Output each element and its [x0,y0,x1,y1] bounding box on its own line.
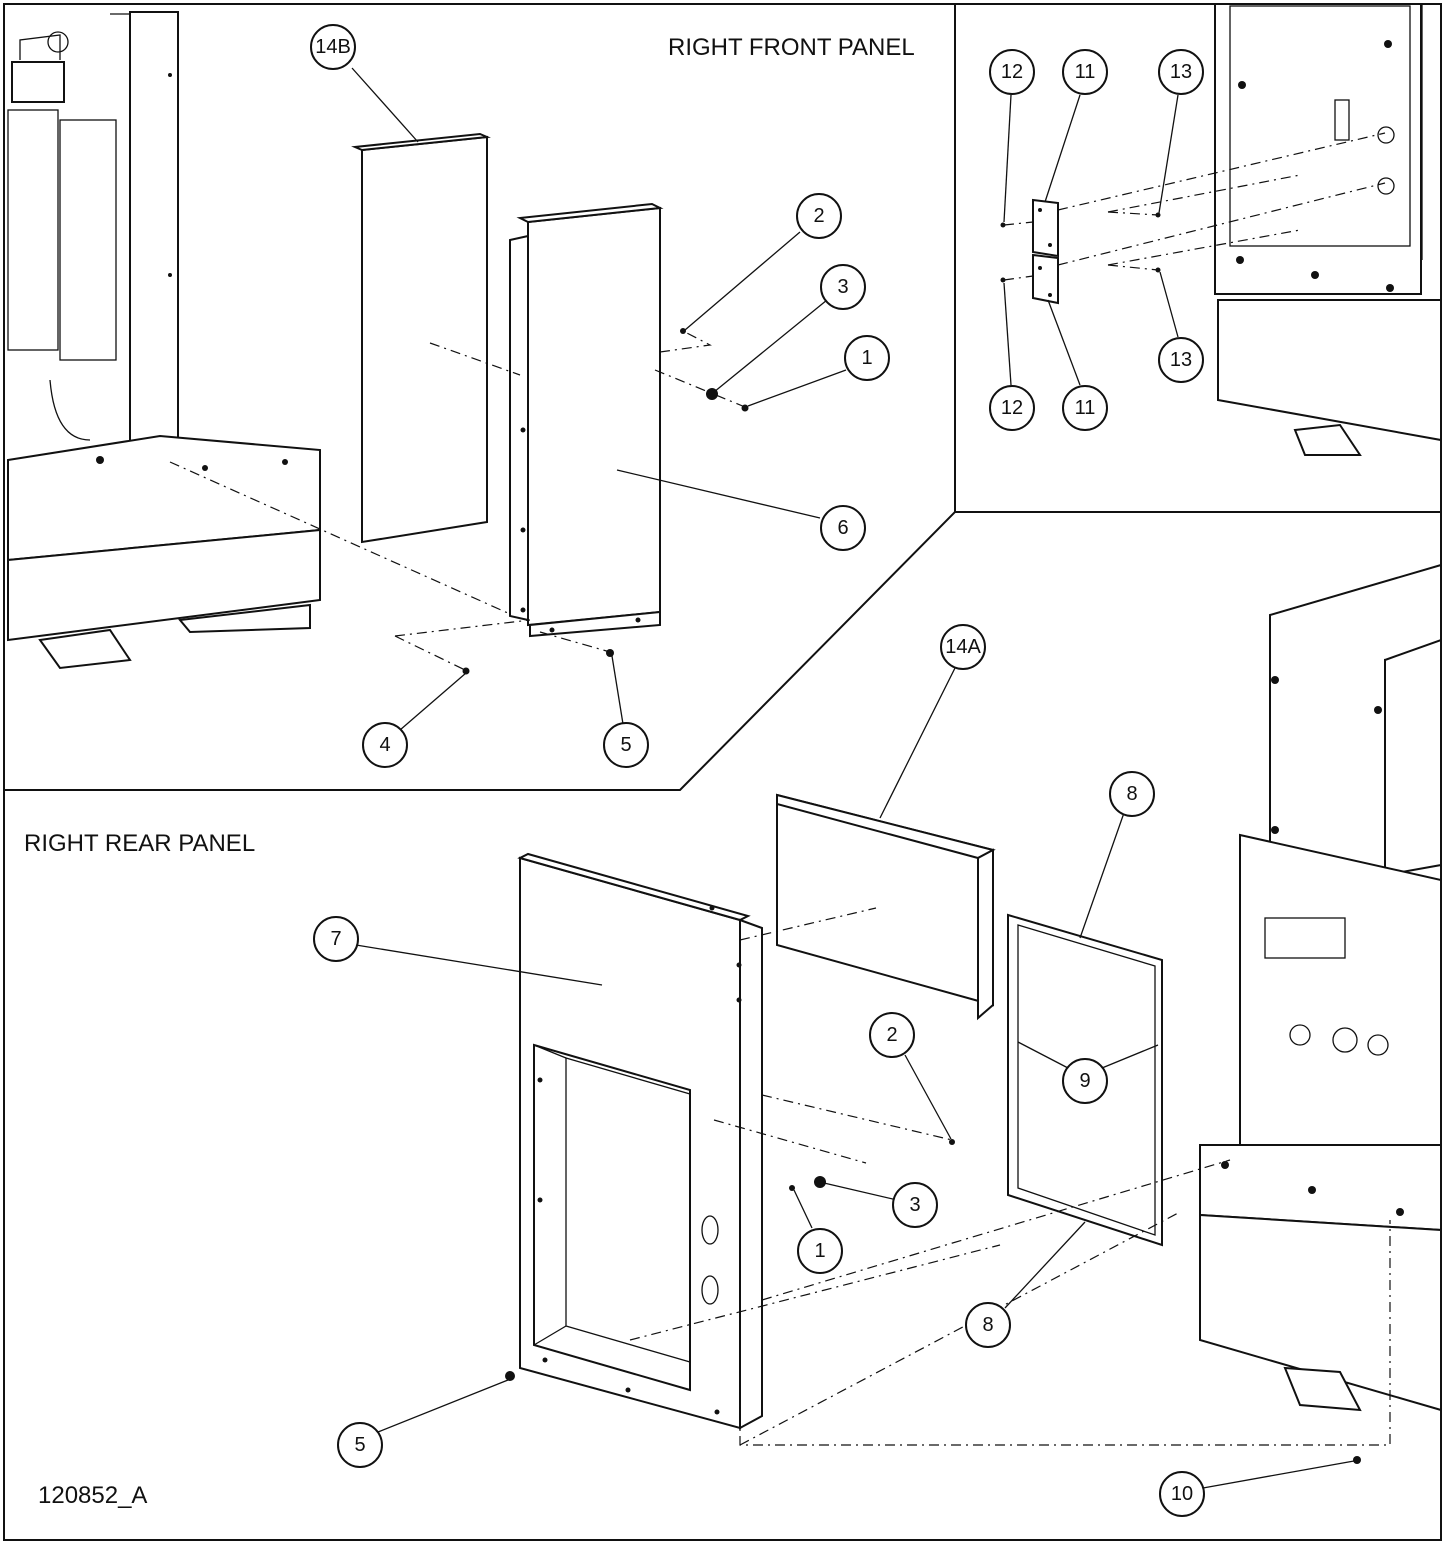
hinge-detail-view [1000,3,1442,456]
right-rear-panel-7 [517,852,763,1430]
callout-1: 1 [797,1228,843,1274]
svg-text:6: 6 [837,517,848,539]
callout-14b: 14B [310,24,356,70]
hinge-11-upper [1032,198,1059,258]
callout-12: 12 [989,49,1035,95]
svg-text:8: 8 [982,1314,993,1336]
callout-6: 6 [820,505,866,551]
callout-9: 9 [1062,1058,1108,1104]
svg-text:10: 10 [1171,1483,1193,1505]
svg-text:1: 1 [814,1240,825,1262]
callout-5: 5 [603,722,649,768]
front-panel-view [7,11,847,731]
callout-12: 12 [989,385,1035,431]
callout-13: 13 [1158,337,1204,383]
svg-text:9: 9 [1079,1070,1090,1092]
rear-panel-view [355,563,1442,1489]
svg-text:5: 5 [620,734,631,756]
callout-5: 5 [337,1422,383,1468]
svg-text:2: 2 [886,1024,897,1046]
svg-text:3: 3 [909,1194,920,1216]
right-front-panel-6 [509,202,664,638]
callout-1: 1 [844,335,890,381]
svg-text:7: 7 [330,928,341,950]
drawing-number: 120852_A [38,1482,147,1509]
callout-13: 13 [1158,49,1204,95]
callout-11: 11 [1062,385,1108,431]
svg-text:1: 1 [861,347,872,369]
svg-text:2: 2 [813,205,824,227]
front-section-label: RIGHT FRONT PANEL [668,34,915,61]
svg-text:11: 11 [1075,397,1096,419]
callout-3: 3 [820,264,866,310]
callout-10: 10 [1159,1471,1205,1517]
svg-text:13: 13 [1170,349,1192,371]
callout-11: 11 [1062,49,1108,95]
callout-14a: 14A [940,624,986,670]
generator-enclosure-rear [1199,563,1442,1412]
insulation-14b [361,135,488,544]
callout-8: 8 [1109,771,1155,817]
callout-2: 2 [796,193,842,239]
generator-housing-front [7,11,321,670]
svg-text:8: 8 [1126,783,1137,805]
svg-text:5: 5 [354,1434,365,1456]
svg-text:13: 13 [1170,61,1192,83]
callout-3: 3 [892,1182,938,1228]
rear-section-label: RIGHT REAR PANEL [24,830,255,857]
svg-text:14B: 14B [315,36,351,58]
callout-8: 8 [965,1302,1011,1348]
svg-text:14A: 14A [945,636,981,658]
svg-text:12: 12 [1001,397,1023,419]
callout-4: 4 [362,722,408,768]
hinge-11-lower [1032,253,1059,305]
svg-text:4: 4 [379,734,390,756]
callout-2: 2 [869,1012,915,1058]
svg-text:12: 12 [1001,61,1023,83]
callout-7: 7 [313,916,359,962]
svg-text:3: 3 [837,276,848,298]
svg-text:11: 11 [1075,61,1096,83]
front-panel-section-border [4,4,956,791]
